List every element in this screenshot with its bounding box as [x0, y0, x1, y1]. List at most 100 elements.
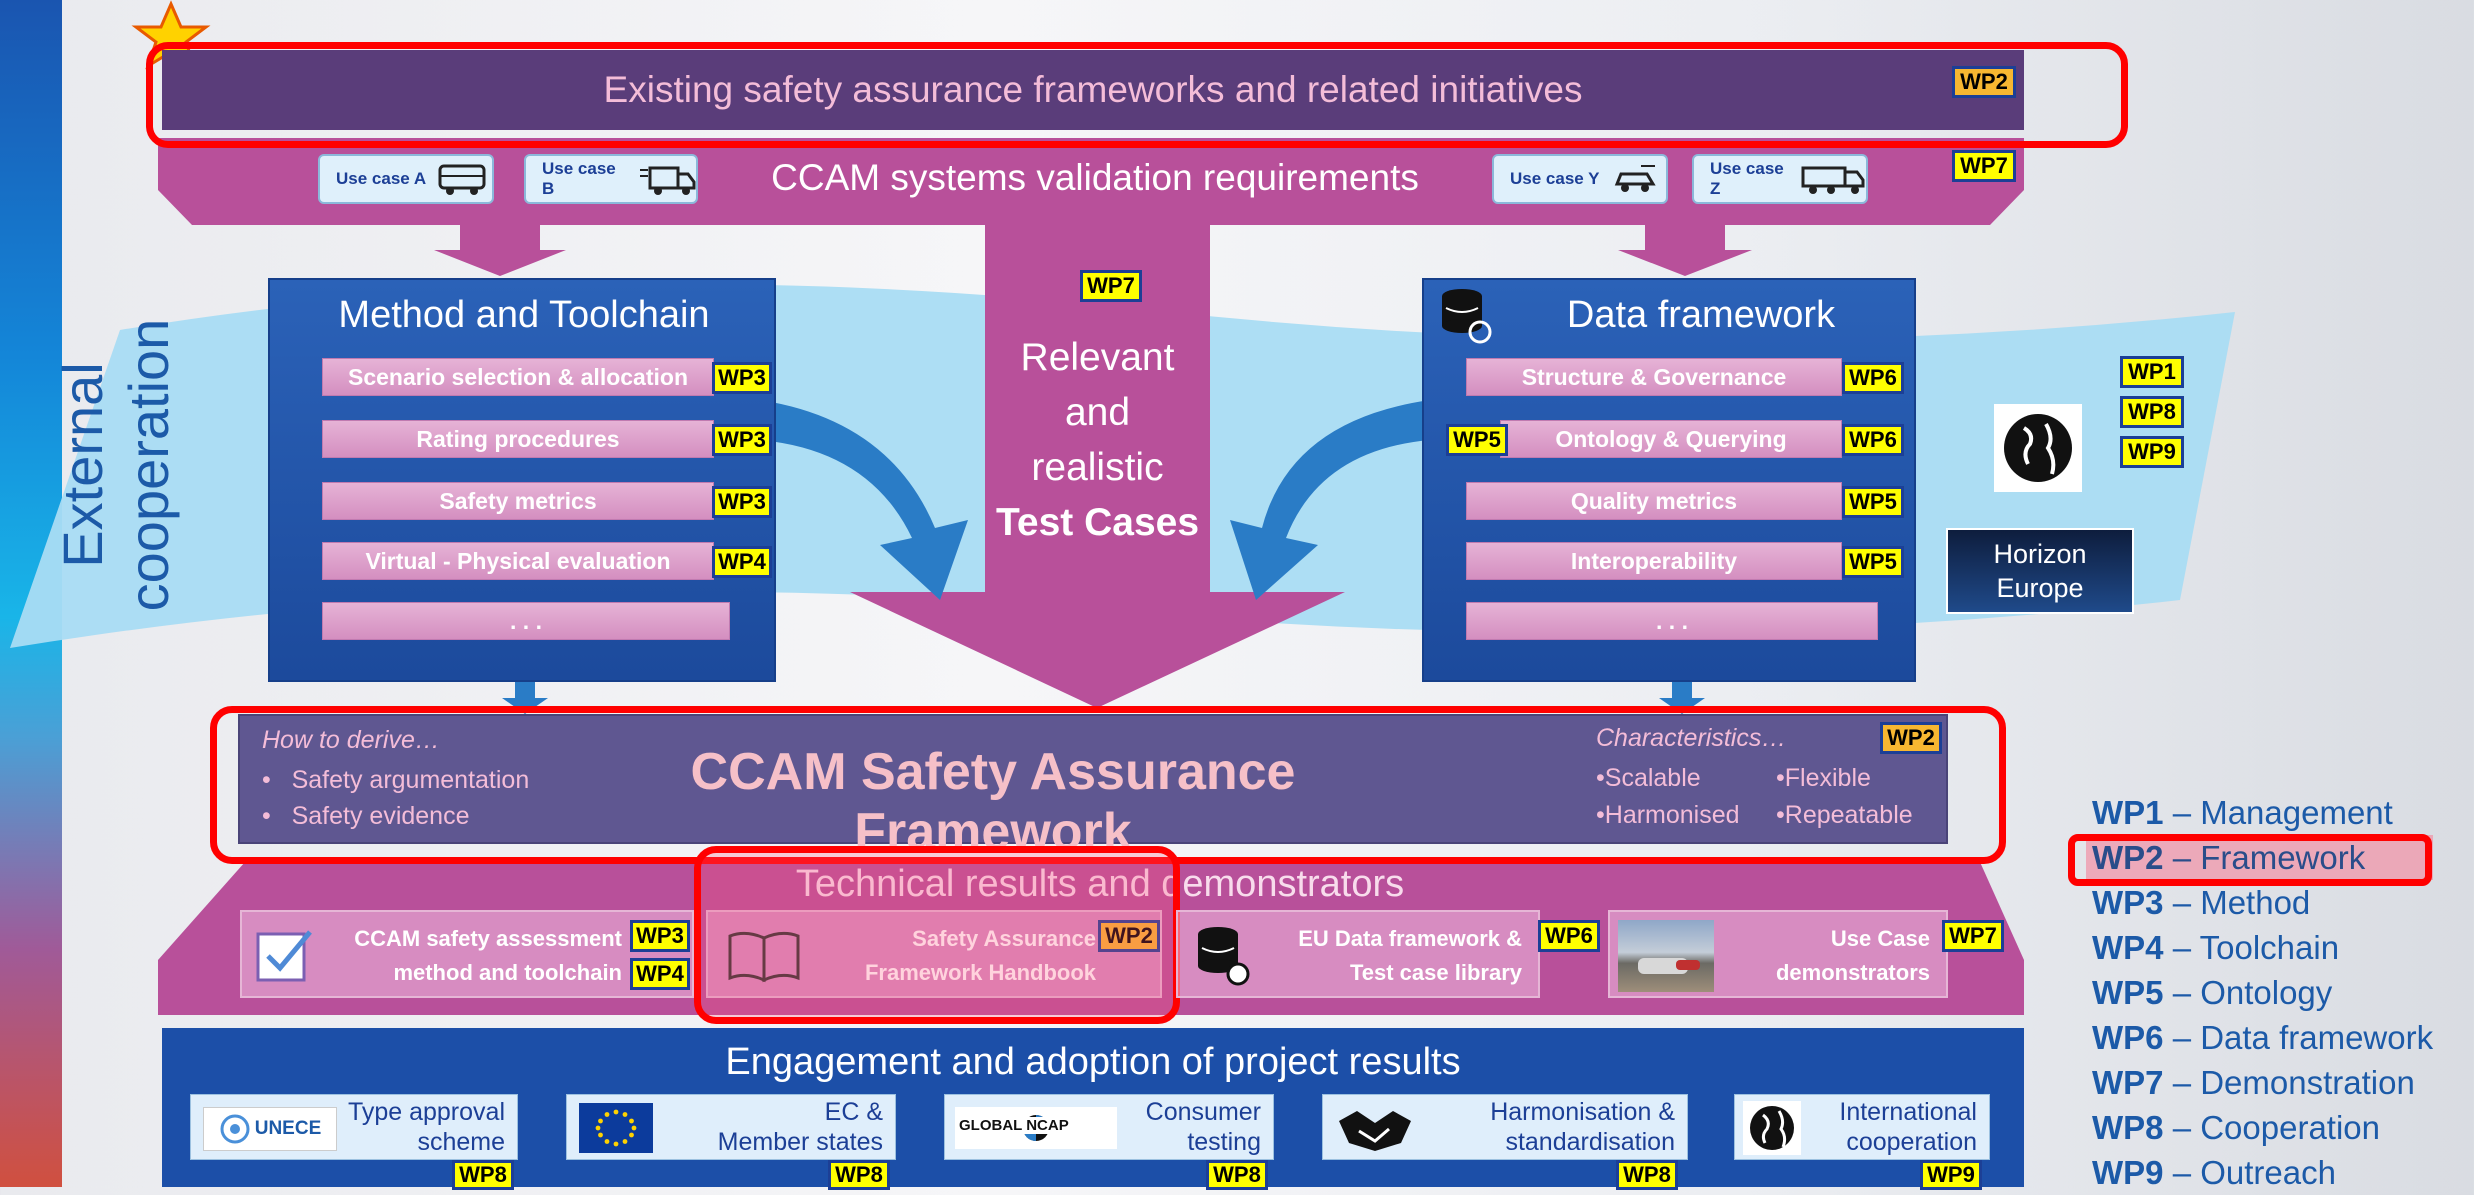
globe-small-icon	[1750, 1106, 1794, 1150]
data-item-structure-wp: WP6	[1842, 362, 1904, 394]
char-harmonised: Harmonised	[1604, 801, 1740, 829]
international-globe-logo	[1743, 1101, 1801, 1155]
legend-item-wp3: WP3 – Method	[2092, 884, 2311, 921]
consumer-line-2: testing	[1187, 1128, 1261, 1156]
engagement-harmonisation: Harmonisation & standardisation	[1322, 1094, 1688, 1160]
method-item-scenario: Scenario selection & allocation	[322, 358, 714, 396]
data-item-quality-wp: WP5	[1842, 486, 1904, 518]
frameworks-title: Existing safety assurance frameworks and…	[603, 69, 1583, 110]
eu-flag-icon	[579, 1103, 653, 1153]
tile-eu-data-text: EU Data framework & Test case library	[1298, 922, 1522, 990]
method-item-virtual-physical: Virtual - Physical evaluation	[322, 542, 714, 580]
ec-line-1: EC &	[824, 1098, 883, 1126]
tile-ccam-text: CCAM safety assessment method and toolch…	[354, 922, 622, 990]
ec-text: EC & Member states	[718, 1097, 883, 1157]
tile-ccam-line-2: method and toolchain	[393, 960, 622, 985]
type-approval-line-1: Type approval	[347, 1098, 505, 1126]
data-item-ontology-wp: WP6	[1842, 424, 1904, 456]
characteristics-col-2: •Flexible •Repeatable	[1776, 764, 1913, 829]
electric-car-icon	[1615, 165, 1657, 192]
how-to-derive-title: How to derive…	[262, 726, 440, 754]
use-case-b: Use case B	[524, 154, 698, 204]
ec-wp: WP8	[828, 1160, 890, 1190]
legend-item-wp4: WP4 – Toolchain	[2092, 929, 2340, 966]
use-case-z: Use case Z	[1692, 154, 1868, 204]
engagement-international: International cooperation	[1734, 1094, 1990, 1160]
legend-item-wp1: WP1 – Management	[2092, 794, 2393, 831]
method-item-safety-metrics-wp: WP3	[712, 486, 772, 518]
tile-handbook-wp: WP2	[1098, 920, 1160, 952]
legend-item-wp8: WP8 – Cooperation	[2092, 1109, 2381, 1146]
horizon-europe-logo: Horizon Europe	[1946, 528, 2134, 614]
external-line-2: cooperation	[117, 318, 180, 612]
engagement-ec-member-states: EC & Member states	[566, 1094, 896, 1160]
method-item-rating: Rating procedures	[322, 420, 714, 458]
test-cases-line-1: Relevant	[1020, 336, 1175, 379]
use-case-y: Use case Y	[1492, 154, 1668, 204]
method-item-safety-metrics: Safety metrics	[322, 482, 714, 520]
legend-item-wp9: WP9 – Outreach	[2092, 1154, 2336, 1191]
tile-ccam-wp3: WP3	[630, 920, 690, 952]
harmonisation-text: Harmonisation & standardisation	[1490, 1097, 1675, 1157]
safety-framework-wp-badge: WP2	[1880, 722, 1942, 754]
type-approval-text: Type approval scheme	[348, 1097, 505, 1157]
tile-handbook-line-1: Safety Assurance	[912, 926, 1096, 951]
data-item-interoperability: Interoperability	[1466, 542, 1842, 580]
use-case-a-label: Use case A	[336, 169, 427, 188]
external-wp1-badge: WP1	[2120, 356, 2184, 388]
type-approval-line-2: scheme	[417, 1128, 505, 1156]
external-line-1: External	[51, 362, 114, 568]
data-to-center-arrow	[1230, 400, 1430, 600]
use-case-b-label: Use case B	[542, 159, 616, 198]
bus-icon	[438, 164, 486, 195]
international-wp: WP9	[1920, 1160, 1982, 1190]
requirements-title: CCAM systems validation requirements	[771, 157, 1419, 198]
international-line-2: cooperation	[1846, 1128, 1977, 1156]
harmonisation-wp: WP8	[1616, 1160, 1678, 1190]
database-icon	[1442, 289, 1492, 344]
horizon-line-1: Horizon	[1993, 539, 2087, 569]
type-approval-wp: WP8	[452, 1160, 514, 1190]
engagement-consumer-testing: GLOBAL NCAP Consumer testing	[944, 1094, 1274, 1160]
un-emblem-icon	[220, 1114, 250, 1144]
data-item-interoperability-wp: WP5	[1842, 546, 1904, 578]
method-item-more: . . .	[322, 602, 730, 640]
legend: WP1 – Management WP2 – Framework WP3 – M…	[2086, 790, 2434, 1195]
legend-wp2-highlight	[2068, 834, 2432, 886]
engagement-title: Engagement and adoption of project resul…	[725, 1040, 1461, 1083]
method-item-rating-wp: WP3	[712, 424, 772, 456]
data-item-more: . . .	[1466, 602, 1878, 640]
unece-logo: UNECE	[203, 1107, 337, 1151]
checkbox-icon	[256, 930, 312, 982]
global-ncap-text: GLOBAL NCAP	[959, 1117, 1069, 1134]
test-cases-line-4: Test Cases	[995, 501, 1200, 544]
consumer-testing-wp: WP8	[1206, 1160, 1268, 1190]
harmonisation-line-1: Harmonisation &	[1490, 1098, 1675, 1126]
test-cases-arrow	[850, 225, 1345, 708]
tile-ccam-assessment: CCAM safety assessment method and toolch…	[240, 910, 694, 998]
unece-logo-text: UNECE	[254, 1118, 322, 1139]
database-sync-icon	[1198, 927, 1250, 986]
test-cases-text: Relevant and realistic Test Cases	[985, 330, 1210, 550]
legend-item-wp7: WP7 – Demonstration	[2092, 1064, 2415, 1101]
test-cases-line-2: and	[1064, 391, 1131, 434]
global-ncap-logo: GLOBAL NCAP	[955, 1107, 1117, 1149]
tile-handbook-line-2: Framework Handbook	[864, 960, 1096, 985]
test-cases-wp-badge: WP7	[1080, 270, 1142, 302]
method-to-center-arrow	[760, 400, 968, 600]
demonstrator-photo	[1618, 920, 1714, 992]
tile-ccam-line-1: CCAM safety assessment	[354, 926, 622, 951]
horizon-line-2: Europe	[1996, 573, 2084, 603]
char-flexible: Flexible	[1784, 764, 1871, 792]
international-line-1: International	[1839, 1098, 1977, 1126]
globe-icon	[2004, 414, 2072, 482]
tile-eu-data-line-2: Test case library	[1349, 960, 1522, 985]
frameworks-band: Existing safety assurance frameworks and…	[162, 50, 2024, 130]
legend-item-wp2: WP2 – Framework	[2086, 835, 2434, 880]
arrow-to-data	[1618, 225, 1752, 276]
legend-item-wp5: WP5 – Ontology	[2092, 974, 2333, 1011]
tile-handbook: Safety Assurance Framework Handbook	[706, 910, 1162, 998]
tile-eu-data: EU Data framework & Test case library	[1176, 910, 1540, 998]
globe-logo	[1994, 404, 2082, 492]
method-item-scenario-wp: WP3	[712, 362, 772, 394]
